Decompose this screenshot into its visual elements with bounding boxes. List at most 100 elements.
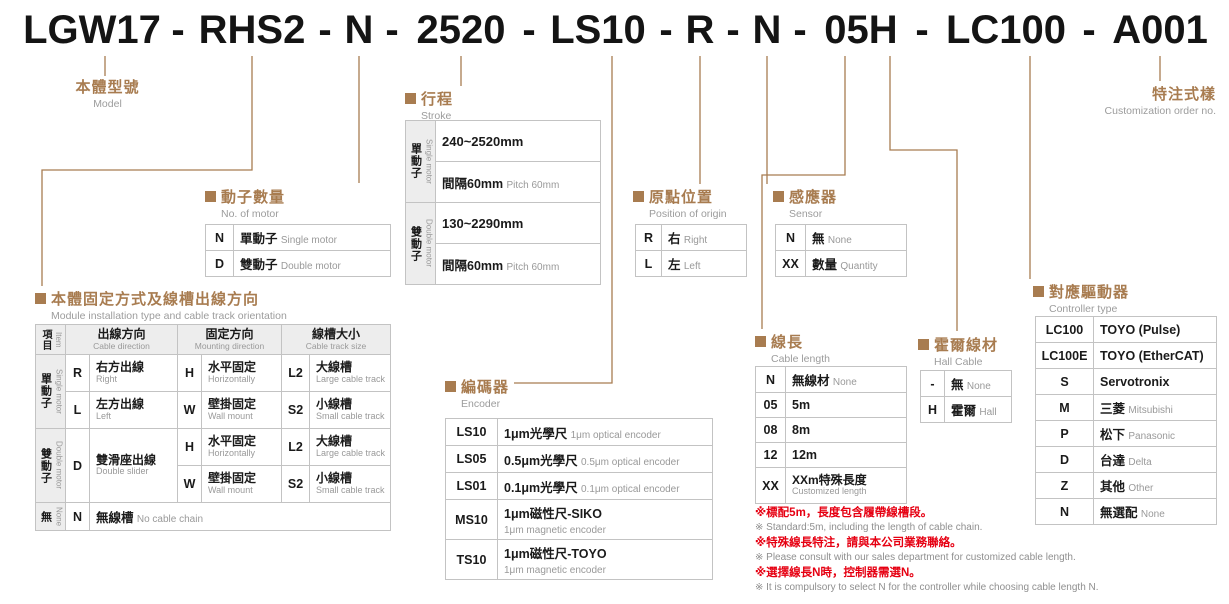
section-title: 本體型號 [75,79,140,96]
desc-en: Quantity [840,261,878,272]
desc-en: Wall mount [208,484,253,495]
section-header: 本體固定方式及線槽出線方向 [35,288,287,309]
desc-cell: 1μm光學尺 1μm optical encoder [497,418,713,446]
header-en: Cable direction [93,340,150,351]
desc-en: Double motor [280,261,341,272]
code-cell: 12 [755,442,786,468]
section-install: 本體固定方式及線槽出線方向 Module installation type a… [35,288,287,322]
bullet-icon [755,336,766,347]
desc-en: Wall mount [208,410,253,421]
table-row: MS10 1μm磁性尺-SIKO 1μm magnetic encoder [445,499,713,540]
desc-en: None [827,235,852,246]
desc-cell: 三菱 Mitsubishi [1093,394,1217,421]
pitch-cn: 間隔60mm [442,258,504,273]
group-en: None [54,506,64,527]
code-cell: S2 [281,465,311,503]
desc-en: Large cable track [316,447,386,458]
group-cn: 雙動子 [39,447,52,484]
section-header: 編碼器 [445,376,509,397]
code-cell: - [920,370,945,397]
desc-cell: 8m [785,417,907,443]
desc-cell: 松下 Panasonic [1093,420,1217,447]
desc-cell: 台達 Delta [1093,446,1217,473]
bullet-icon [445,381,456,392]
code-segment: N [752,8,782,52]
desc-en: Large cable track [316,373,386,384]
table-row: N 單動子 Single motor [205,224,391,251]
desc-cn: 雙滑座出線 [96,452,157,467]
code-cell: R [65,354,90,392]
code-cell: N [65,502,90,531]
code-cell: S2 [281,391,311,429]
desc-cell: 0.1μm光學尺 0.1μm optical encoder [497,472,713,500]
sensor-table: N 無 None XX 數量 Quantity [775,224,907,277]
code-segment: R [685,8,715,52]
pitch-cell: 間隔60mm Pitch 60mm [435,161,601,203]
code-separator: - [659,8,673,52]
desc-cell: 5m [785,392,907,418]
desc-cn: 單動子 [240,232,278,246]
section-header: 行程 [405,88,453,109]
desc-cn: 大線槽 [316,434,353,449]
bullet-icon [205,191,216,202]
code-cell: N [775,224,806,251]
desc-cell: 無線槽 No cable chain [89,502,391,531]
section-header: 對應驅動器 [1033,281,1129,302]
controller-table: LC100 TOYO (Pulse) LC100E TOYO (EtherCAT… [1035,316,1217,525]
code-segment: LGW17 [23,8,161,52]
code-cell: H [177,354,203,392]
note-line: ※ Please consult with our sales departme… [755,551,1076,563]
desc-cell: 霍爾 Hall [944,396,1012,423]
group-cn: 雙動子 [409,225,422,262]
desc-en: Hall [979,407,997,418]
section-subtitle: Module installation type and cable track… [51,310,287,322]
code-cell: 08 [755,417,786,443]
desc-en: Panasonic [1128,431,1176,442]
desc-cell: 無 None [805,224,907,251]
desc-cn: 三菱 [1100,402,1126,416]
desc-en: Left [683,261,701,272]
section-encoder: 編碼器 Encoder [445,376,509,410]
section-stroke: 行程 Stroke [405,88,453,122]
table-row: - 無 None [920,370,1012,397]
desc-cn: 左 [668,258,681,272]
bullet-icon [773,191,784,202]
header-en: Cable track size [305,340,367,351]
bullet-icon [1033,286,1044,297]
desc-cell: 無選配 None [1093,498,1217,525]
code-cell: H [177,428,203,466]
section-motor-count: 動子數量 No. of motor [205,186,285,220]
code-segment: 05H [824,8,898,52]
desc-en: Single motor [280,235,337,246]
code-cell: XX [755,467,786,504]
group-cn: 無 [39,510,52,523]
section-subtitle: Stroke [421,110,452,122]
header-track: 線槽大小 Cable track size [281,324,391,355]
section-subtitle: Customization order no. [1104,105,1216,117]
code-cell: XX [775,250,806,277]
code-cell: LS10 [445,418,498,446]
desc-cn: 1μm磁性尺-TOYO [504,547,607,561]
section-subtitle: Sensor [789,208,823,220]
hall-table: - 無 None H 霍爾 Hall [920,370,1012,423]
code-segment: N [344,8,374,52]
code-cell: W [177,391,203,429]
note-line: ※ Standard:5m, including the length of c… [755,521,983,533]
code-separator: - [1082,8,1096,52]
table-row: LC100E TOYO (EtherCAT) [1035,342,1217,369]
bullet-icon [405,93,416,104]
encoder-table: LS10 1μm光學尺 1μm optical encoder LS05 0.5… [445,418,713,580]
code-cell: H [920,396,945,423]
code-separator: - [726,8,740,52]
code-segment: A001 [1112,8,1208,52]
table-row: 05 5m [755,392,907,418]
section-title: 編碼器 [461,379,510,396]
